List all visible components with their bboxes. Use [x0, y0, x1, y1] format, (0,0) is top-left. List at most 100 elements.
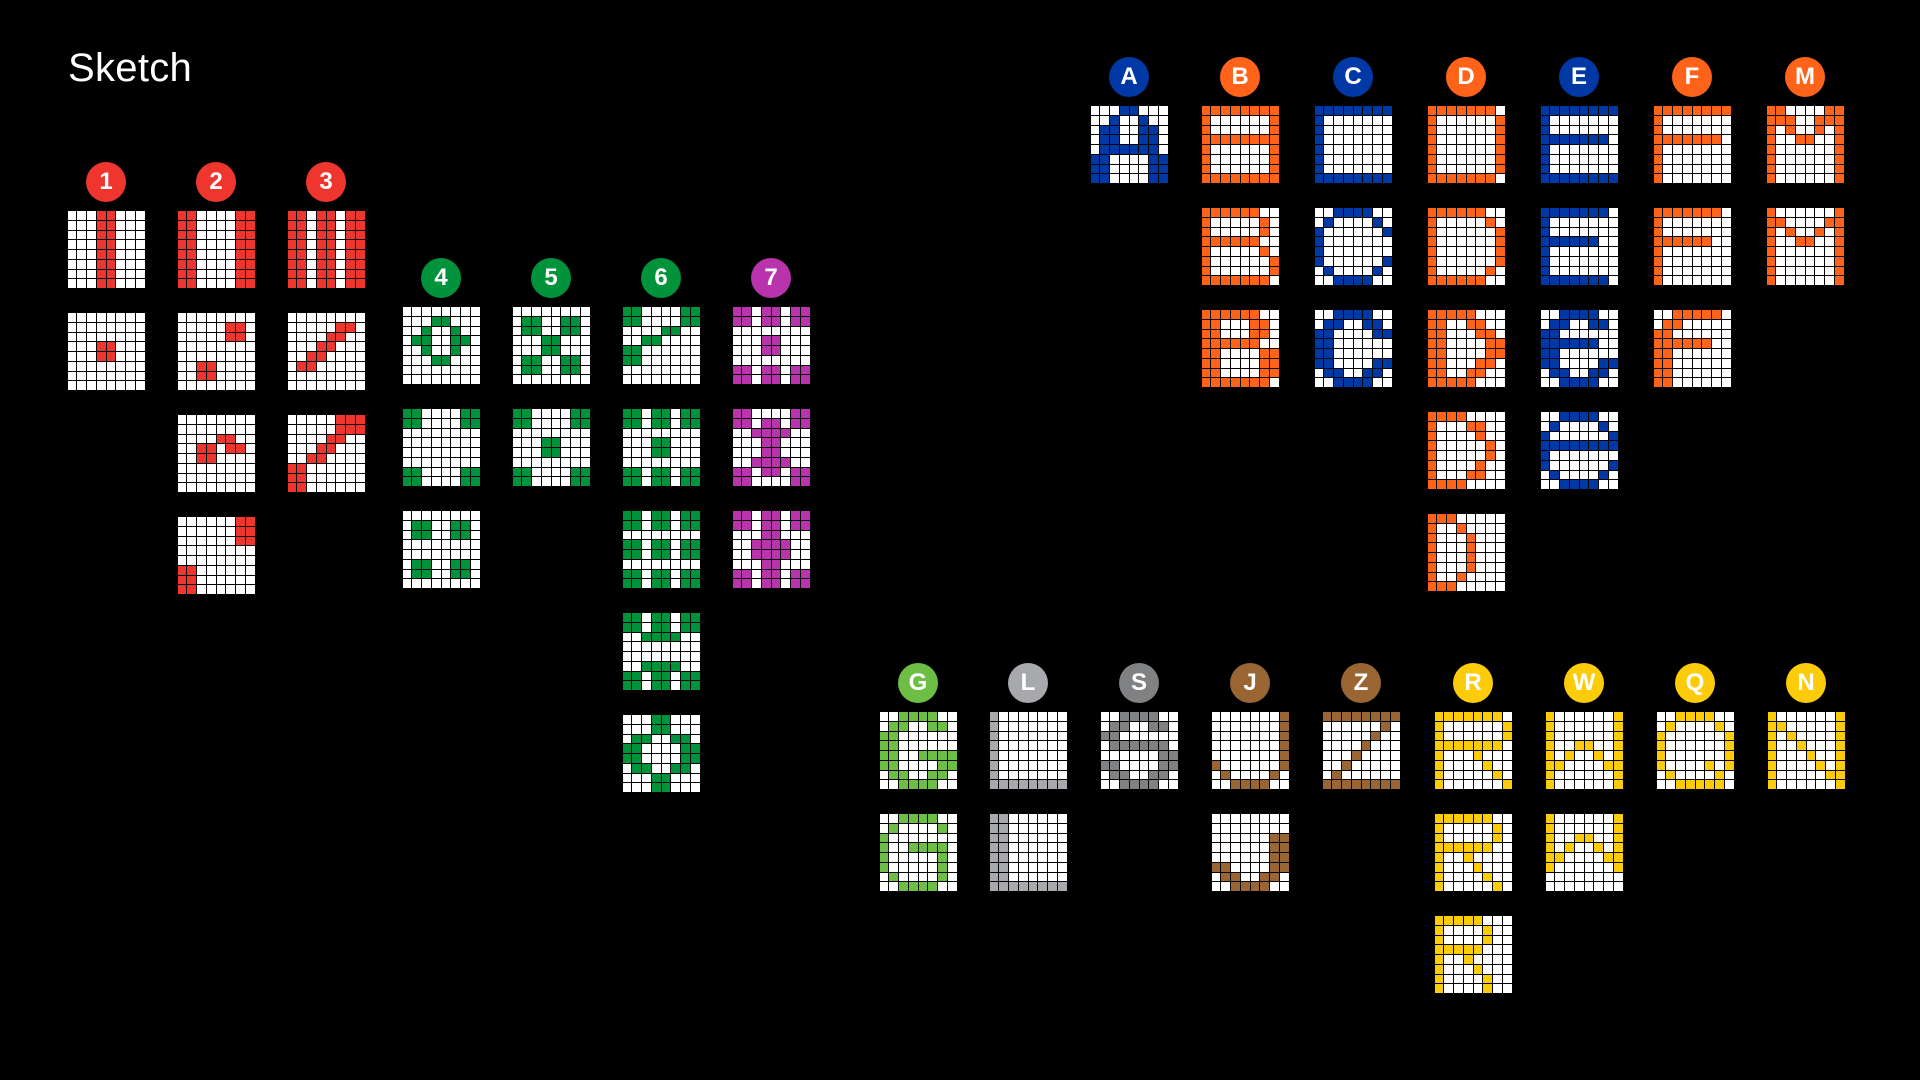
pixel-cell: [690, 642, 700, 651]
pixel-cell: [1682, 174, 1692, 183]
pixel-cell: [187, 269, 196, 279]
pixel-grid-e-3[interactable]: [1539, 309, 1619, 388]
pixel-grid-b-3[interactable]: [1200, 309, 1280, 388]
pixel-grid-w-2[interactable]: [1544, 813, 1624, 892]
pixel-cell: [1540, 378, 1550, 387]
pixel-grid-q-1[interactable]: [1655, 711, 1735, 790]
pixel-cell: [226, 526, 235, 536]
pixel-cell: [1343, 378, 1353, 387]
pixel-cell: [1260, 770, 1269, 780]
pixel-cell: [1599, 451, 1608, 460]
pixel-cell: [1825, 164, 1834, 174]
pixel-cell: [791, 336, 800, 345]
pixel-cell: [245, 313, 255, 322]
pixel-grid-5-1[interactable]: [511, 306, 591, 385]
pixel-grid-a-1[interactable]: [1089, 105, 1169, 184]
pixel-grid-2-4[interactable]: [176, 516, 256, 595]
pixel-grid-4-2[interactable]: [401, 408, 481, 487]
pixel-cell: [1009, 731, 1018, 741]
pixel-cell: [187, 240, 196, 249]
pixel-grid-6-1[interactable]: [621, 306, 701, 385]
pixel-cell: [326, 322, 336, 332]
pixel-cell: [771, 448, 781, 457]
pixel-grid-d-1[interactable]: [1426, 105, 1506, 184]
pixel-grid-g-1[interactable]: [878, 711, 958, 790]
pixel-grid-7-3[interactable]: [731, 510, 811, 589]
pixel-grid-s-1[interactable]: [1099, 711, 1179, 790]
pixel-grid-3-1[interactable]: [286, 210, 366, 289]
pixel-grid-2-2[interactable]: [176, 312, 256, 391]
pixel-grid-6-3[interactable]: [621, 510, 701, 589]
pixel-grid-f-3[interactable]: [1652, 309, 1732, 388]
pixel-grid-r-2[interactable]: [1433, 813, 1513, 892]
pixel-cell: [1120, 712, 1129, 721]
pixel-grid-7-1[interactable]: [731, 306, 811, 385]
pixel-cell: [791, 467, 800, 477]
pixel-grid-l-1[interactable]: [988, 711, 1068, 790]
pixel-grid-3-2[interactable]: [286, 312, 366, 391]
pixel-grid-4-3[interactable]: [401, 510, 481, 589]
pixel-grid-f-2[interactable]: [1652, 207, 1732, 286]
pixel-grid-g-2[interactable]: [878, 813, 958, 892]
pixel-cell: [541, 409, 551, 418]
pixel-grid-c-3[interactable]: [1313, 309, 1393, 388]
pixel-cell: [197, 483, 206, 492]
pixel-grid-5-2[interactable]: [511, 408, 591, 487]
pixel-grid-7-2[interactable]: [731, 408, 811, 487]
pixel-grid-z-1[interactable]: [1321, 711, 1401, 790]
pixel-grid-e-1[interactable]: [1539, 105, 1619, 184]
pixel-cell: [216, 371, 226, 381]
pixel-grid-e-4[interactable]: [1539, 411, 1619, 490]
pixel-cell: [1574, 770, 1584, 780]
pixel-grid-r-1[interactable]: [1433, 711, 1513, 790]
pixel-grid-j-1[interactable]: [1210, 711, 1290, 790]
pixel-cell: [1486, 319, 1495, 329]
pixel-grid-2-3[interactable]: [176, 414, 256, 493]
pixel-grid-d-5[interactable]: [1426, 513, 1506, 592]
pixel-cell: [1787, 780, 1796, 789]
pixel-cell: [287, 269, 297, 279]
pixel-cell: [1579, 208, 1589, 217]
pixel-cell: [1009, 814, 1018, 823]
pixel-grid-c-2[interactable]: [1313, 207, 1393, 286]
pixel-grid-4-1[interactable]: [401, 306, 481, 385]
pixel-grid-b-2[interactable]: [1200, 207, 1280, 286]
pixel-grid-2-1[interactable]: [176, 210, 256, 289]
pixel-cell: [1685, 712, 1695, 721]
pixel-cell: [126, 381, 135, 390]
pixel-grid-d-2[interactable]: [1426, 207, 1506, 286]
pixel-cell: [1314, 237, 1324, 246]
pixel-cell: [1599, 378, 1608, 387]
pixel-grid-r-3[interactable]: [1433, 915, 1513, 994]
pixel-cell: [135, 322, 145, 332]
pixel-grid-l-2[interactable]: [988, 813, 1068, 892]
pixel-grid-1-2[interactable]: [66, 312, 146, 391]
pixel-cell: [1666, 712, 1675, 721]
pixel-grid-j-2[interactable]: [1210, 813, 1290, 892]
pixel-cell: [1715, 712, 1724, 721]
pixel-grid-e-2[interactable]: [1539, 207, 1619, 286]
pixel-grid-m-1[interactable]: [1765, 105, 1845, 184]
pixel-grid-6-2[interactable]: [621, 408, 701, 487]
pixel-grid-m-2[interactable]: [1765, 207, 1845, 286]
pixel-grid-d-3[interactable]: [1426, 309, 1506, 388]
pixel-grid-3-3[interactable]: [286, 414, 366, 493]
pixel-cell: [999, 712, 1008, 721]
pixel-grid-f-1[interactable]: [1652, 105, 1732, 184]
pixel-grid-d-4[interactable]: [1426, 411, 1506, 490]
pixel-cell: [1463, 935, 1473, 945]
pixel-grid-b-1[interactable]: [1200, 105, 1280, 184]
pixel-grid-n-1[interactable]: [1766, 711, 1846, 790]
pixel-cell: [1382, 174, 1392, 183]
pixel-cell: [1119, 174, 1129, 183]
pixel-grid-6-4[interactable]: [621, 612, 701, 691]
pixel-grid-1-1[interactable]: [66, 210, 146, 289]
pixel-cell: [1805, 174, 1815, 183]
pixel-cell: [206, 381, 216, 390]
pixel-grid-c-1[interactable]: [1313, 105, 1393, 184]
pixel-grid-6-5[interactable]: [621, 714, 701, 793]
pixel-cell: [1560, 135, 1569, 144]
pixel-cell: [451, 530, 460, 540]
pixel-cell: [1653, 237, 1663, 246]
pixel-grid-w-1[interactable]: [1544, 711, 1624, 790]
